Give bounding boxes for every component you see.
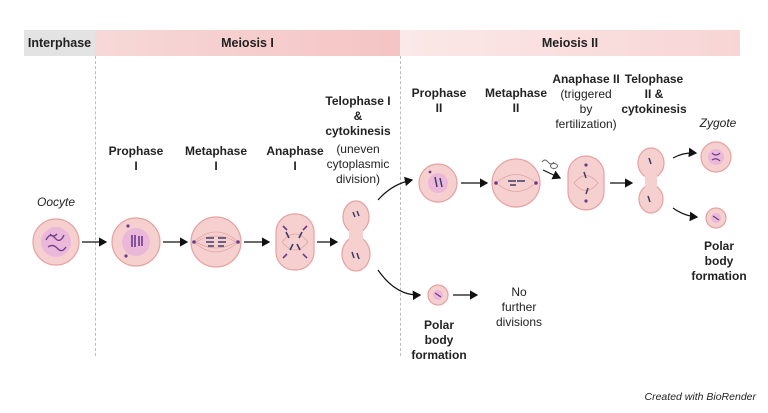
label-no-further-divisions: No further divisions [495,285,543,329]
label-anaphase-ii-note: (triggered by fertilization) [555,87,617,131]
phase-divider-1 [95,56,96,356]
polar-body-right [705,207,727,229]
label-polar-body-right: Polar body formation [691,239,747,283]
metaphase-i-cell [190,216,242,268]
sperm-icon [541,159,558,169]
anaphase-ii-cell [567,155,605,211]
telophase-i-cell [341,200,371,272]
credit-text: Created with BioRender [644,391,756,403]
label-telophase-i: Telophase I & cytokinesis [325,94,391,138]
label-zygote: Zygote [699,116,737,130]
phase-divider-2 [400,56,401,356]
anaphase-i-cell [275,213,315,271]
label-prophase-ii: Prophase II [411,86,467,115]
label-telophase-i-note: (uneven cytoplasmic division) [326,142,390,186]
label-anaphase-i: Anaphase I [266,144,324,173]
label-polar-body-bottom: Polar body formation [411,318,467,362]
telophase-ii-cell [637,147,665,214]
label-anaphase-ii: Anaphase II [552,72,620,86]
zygote-cell [700,141,732,173]
meiosis-ii-header: Meiosis II [400,30,740,56]
interphase-header: Interphase [24,30,95,56]
prophase-ii-cell [418,163,458,203]
label-prophase-i: Prophase I [108,144,164,173]
flow-arrows [82,147,699,301]
label-telophase-ii: Telophase II & cytokinesis [621,72,687,116]
label-oocyte: Oocyte [36,195,75,209]
label-metaphase-ii: Metaphase II [484,86,548,115]
meiosis-i-header: Meiosis I [95,30,400,56]
oocyte-cell [32,218,80,266]
polar-body-bottom [427,284,449,306]
label-metaphase-i: Metaphase I [184,144,248,173]
prophase-i-cell [111,217,161,267]
metaphase-ii-cell [491,158,541,208]
